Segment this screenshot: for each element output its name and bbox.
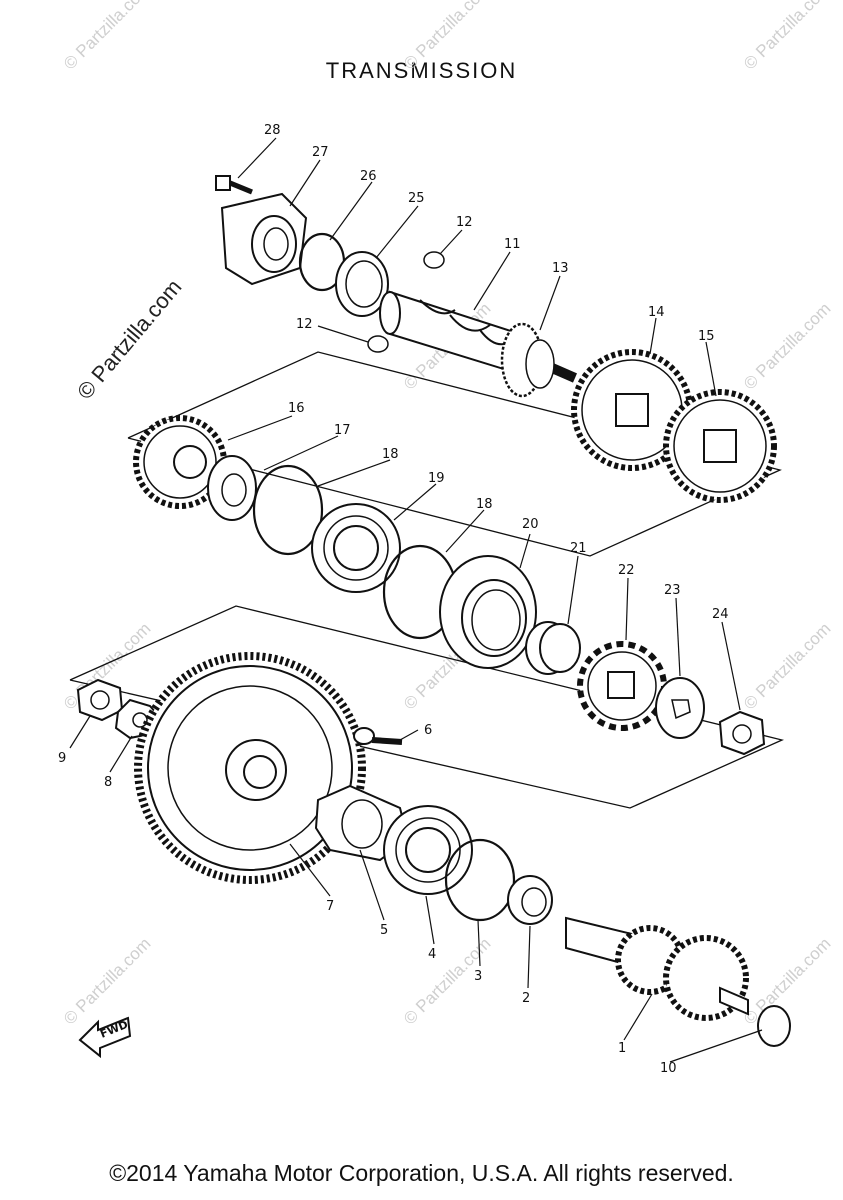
callout-26: 26	[360, 169, 377, 184]
callout-9: 9	[58, 751, 66, 766]
pin-12a	[423, 251, 445, 269]
gear-7	[134, 652, 366, 884]
nut-24	[718, 710, 766, 756]
callout-14: 14	[648, 305, 665, 320]
spring-13	[500, 322, 555, 398]
leader-lines	[69, 137, 763, 1063]
group-frame-upper	[127, 351, 782, 557]
washer-17	[207, 455, 257, 521]
sprocket-22	[577, 641, 667, 731]
collar-21	[525, 621, 581, 675]
circlip-3	[444, 838, 516, 922]
group-frame-lower	[69, 605, 784, 809]
callout-23: 23	[664, 583, 681, 598]
callout-12a: 12	[456, 215, 473, 230]
callout-15: 15	[698, 329, 715, 344]
fwd-arrow-icon: FWD	[78, 1016, 132, 1059]
oil-seal-20	[439, 555, 537, 669]
callout-5: 5	[380, 923, 388, 938]
callout-22: 22	[618, 563, 635, 578]
callout-1: 1	[618, 1041, 626, 1056]
main-shaft-1	[565, 916, 749, 1021]
callout-20: 20	[522, 517, 539, 532]
pin-12b	[367, 335, 389, 353]
callout-27: 27	[312, 145, 329, 160]
callout-18b: 18	[476, 497, 493, 512]
diagram-title: TRANSMISSION	[325, 58, 518, 83]
callout-24: 24	[712, 607, 729, 622]
callout-21: 21	[570, 541, 587, 556]
collar-2	[507, 875, 553, 925]
callout-16: 16	[288, 401, 305, 416]
callout-13: 13	[552, 261, 569, 276]
lock-washer-23	[655, 677, 705, 739]
circlip-18a	[252, 464, 324, 556]
bearing-housing-27	[220, 192, 308, 286]
bolt-6	[353, 727, 403, 745]
callout-7: 7	[326, 899, 334, 914]
washer-25	[335, 251, 389, 317]
bolt-28	[215, 175, 253, 195]
callout-10: 10	[660, 1061, 677, 1076]
bearing-19	[311, 503, 401, 593]
callout-4: 4	[428, 947, 436, 962]
copyright-footer: ©2014 Yamaha Motor Corporation, U.S.A. A…	[109, 1160, 734, 1186]
callout-11: 11	[504, 237, 521, 252]
callout-6: 6	[424, 723, 432, 738]
callout-3: 3	[474, 969, 482, 984]
shift-drum-11	[379, 290, 577, 383]
callout-19: 19	[428, 471, 445, 486]
callout-28: 28	[264, 123, 281, 138]
callout-17: 17	[334, 423, 351, 438]
callout-8: 8	[104, 775, 112, 790]
callout-2: 2	[522, 991, 530, 1006]
callout-12b: 12	[296, 317, 313, 332]
nut-9	[76, 678, 124, 722]
gear-15	[663, 389, 777, 503]
washer-10	[757, 1005, 791, 1047]
callout-18a: 18	[382, 447, 399, 462]
callout-25: 25	[408, 191, 425, 206]
callout-numbers: 28 27 26 25 12 11 12 13 14 15 16 17 18 1…	[58, 123, 729, 1076]
